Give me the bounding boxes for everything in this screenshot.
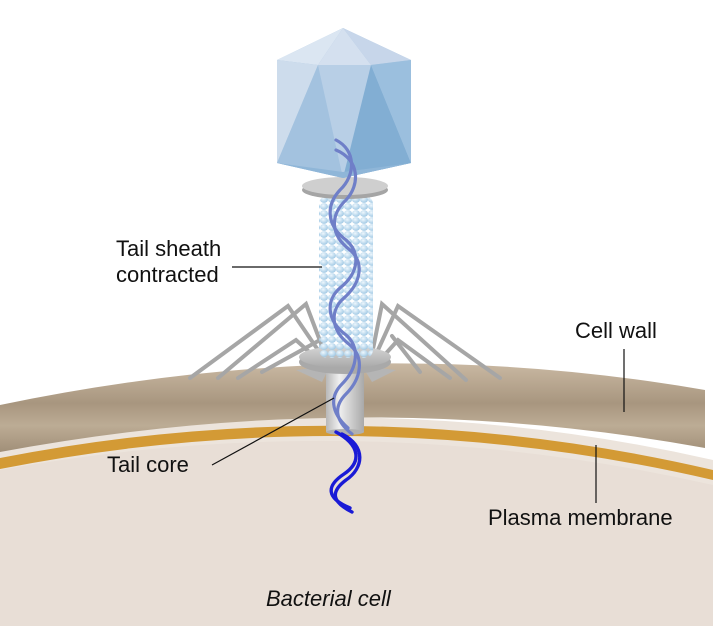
injected-dna — [329, 430, 362, 514]
label-tail-core: Tail core — [107, 452, 189, 477]
label-tail-sheath-line2: contracted — [116, 262, 219, 288]
label-tail-sheath-line1: Tail sheath — [116, 236, 222, 261]
cell-interior — [0, 433, 713, 626]
label-plasma-membrane: Plasma membrane — [488, 505, 673, 530]
plasma-membrane — [0, 425, 713, 480]
capsid — [277, 28, 411, 178]
dna-helix — [328, 138, 361, 436]
label-bacterial-cell: Bacterial cell — [266, 586, 391, 611]
leader-line-tail-core — [211, 397, 335, 466]
label-tail-sheath-contracted: Tail sheath contracted — [116, 236, 221, 289]
label-cell-wall: Cell wall — [575, 318, 657, 343]
